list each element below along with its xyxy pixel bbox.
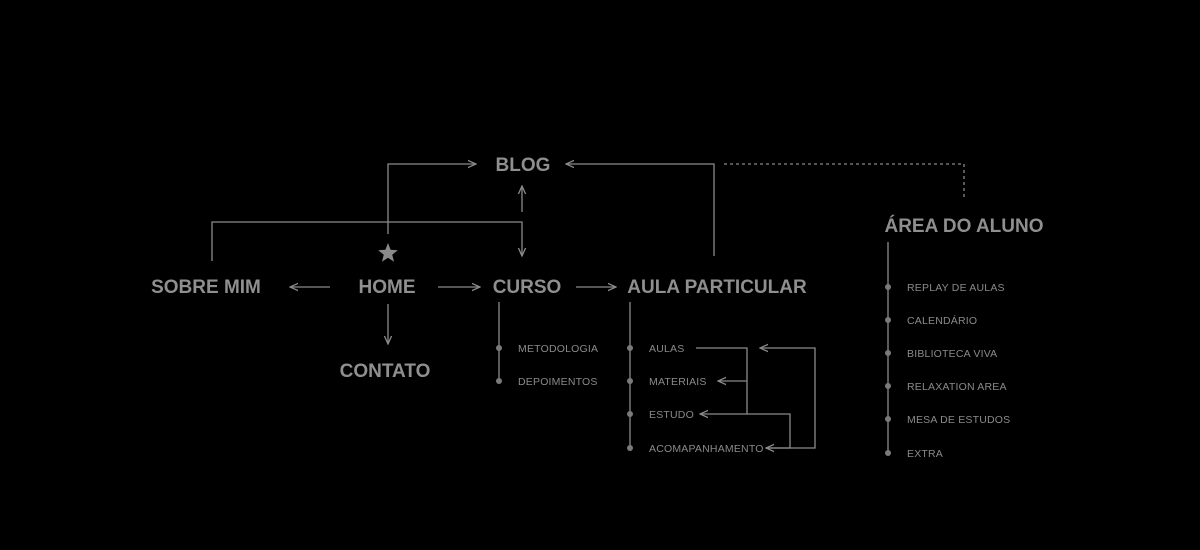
- list-item[interactable]: EXTRA: [885, 448, 943, 460]
- bullet-dot: [885, 416, 891, 422]
- node-area-do-aluno[interactable]: ÁREA DO ALUNO: [884, 215, 1043, 237]
- aula-item-estudo[interactable]: ESTUDO: [649, 409, 694, 421]
- bullet-dot: [627, 445, 633, 451]
- bullet-dot: [885, 317, 891, 323]
- node-aula-particular[interactable]: AULA PARTICULAR: [627, 277, 807, 298]
- bullet-dot: [627, 378, 633, 384]
- bullet-dot: [627, 411, 633, 417]
- aula-item-acompanhamento[interactable]: ACOMAPANHAMENTO: [649, 443, 764, 455]
- bullet-dot: [496, 378, 502, 384]
- connectors: [211, 163, 965, 453]
- node-blog[interactable]: BLOG: [496, 155, 551, 176]
- star-icon: [378, 243, 398, 262]
- aula-sub-list: AULAS MATERIAIS ESTUDO ACOMAPANHAMENTO: [627, 343, 764, 455]
- curso-item-depoimentos[interactable]: DEPOIMENTOS: [518, 376, 598, 388]
- list-item[interactable]: RELAXATION AREA: [885, 381, 1007, 393]
- bullet-dot: [885, 450, 891, 456]
- list-item[interactable]: AULAS: [627, 343, 684, 355]
- area-item-extra[interactable]: EXTRA: [907, 448, 943, 460]
- bullet-dot: [496, 345, 502, 351]
- list-item[interactable]: BIBLIOTECA VIVA: [885, 348, 997, 360]
- bullet-dot: [885, 383, 891, 389]
- node-curso[interactable]: CURSO: [493, 277, 562, 298]
- loop-back-to-aulas: [760, 348, 816, 449]
- area-sub-list: REPLAY DE AULAS CALENDÁRIO BIBLIOTECA VI…: [885, 282, 1010, 460]
- node-sobre-mim[interactable]: SOBRE MIM: [151, 277, 261, 298]
- area-item-relaxation-area[interactable]: RELAXATION AREA: [907, 381, 1007, 393]
- aula-item-aulas[interactable]: AULAS: [649, 343, 684, 355]
- curso-item-metodologia[interactable]: METODOLOGIA: [518, 343, 598, 355]
- list-item[interactable]: REPLAY DE AULAS: [885, 282, 1005, 294]
- area-item-calendario[interactable]: CALENDÁRIO: [907, 314, 977, 327]
- bullet-dot: [885, 350, 891, 356]
- bullet-dot: [627, 345, 633, 351]
- list-item[interactable]: CALENDÁRIO: [885, 314, 977, 327]
- list-item[interactable]: MESA DE ESTUDOS: [885, 414, 1010, 426]
- connector-area-blog-dashed: [724, 163, 965, 198]
- area-item-biblioteca-viva[interactable]: BIBLIOTECA VIVA: [907, 348, 997, 360]
- connector-home-blog: [387, 164, 476, 234]
- loop-aulas-trunk: [696, 347, 748, 414]
- list-item[interactable]: DEPOIMENTOS: [496, 376, 598, 388]
- list-item[interactable]: METODOLOGIA: [496, 343, 598, 355]
- list-item[interactable]: ESTUDO: [627, 409, 694, 421]
- list-item[interactable]: ACOMAPANHAMENTO: [627, 443, 764, 455]
- connector-sobre-curso: [211, 221, 522, 261]
- node-contato[interactable]: CONTATO: [340, 361, 431, 382]
- list-item[interactable]: MATERIAIS: [627, 376, 707, 388]
- node-home[interactable]: HOME: [359, 277, 416, 298]
- curso-sub-list: METODOLOGIA DEPOIMENTOS: [496, 343, 598, 388]
- connector-aula-blog: [566, 164, 715, 256]
- bullet-dot: [885, 284, 891, 290]
- area-item-mesa-de-estudos[interactable]: MESA DE ESTUDOS: [907, 414, 1010, 426]
- area-item-replay-de-aulas[interactable]: REPLAY DE AULAS: [907, 282, 1005, 294]
- aula-item-materiais[interactable]: MATERIAIS: [649, 376, 707, 388]
